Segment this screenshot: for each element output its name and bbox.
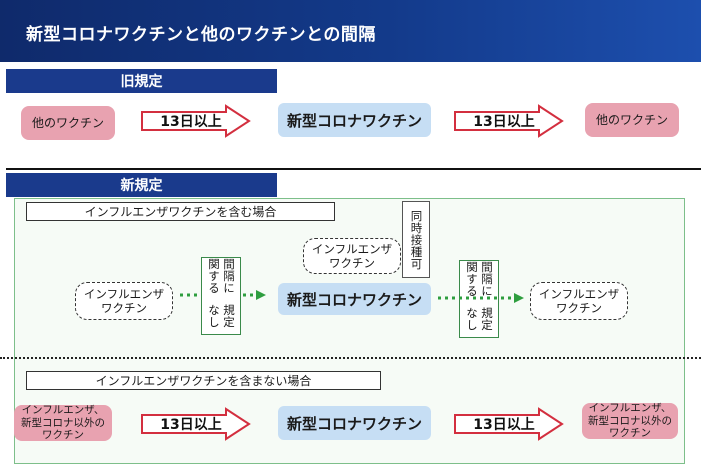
section-divider xyxy=(6,168,701,170)
old-arrow-1-label: 13日以上 xyxy=(160,114,222,130)
with-flu-covid-vaccine-box: 新型コロナワクチン xyxy=(278,283,431,315)
page-title: 新型コロナワクチンと他のワクチンとの間隔 xyxy=(26,25,376,45)
without-flu-arrow-2 xyxy=(454,407,564,441)
without-flu-caption: インフルエンザワクチンを含まない場合 xyxy=(26,371,381,390)
with-flu-caption: インフルエンザワクチンを含む場合 xyxy=(26,202,335,221)
case-separator xyxy=(0,357,701,359)
old-arrow-2 xyxy=(454,104,564,138)
without-flu-right-box: インフルエンザ、新型コロナ以外のワクチン xyxy=(582,402,678,439)
with-flu-left-box: インフルエンザワクチン xyxy=(75,282,173,320)
with-flu-right-interval-box: 間隔に関する規定なし xyxy=(459,260,499,338)
without-flu-arrow-1 xyxy=(141,407,251,441)
old-covid-vaccine-box: 新型コロナワクチン xyxy=(278,103,431,137)
old-left-vaccine-box: 他のワクチン xyxy=(21,106,115,140)
with-flu-left-interval-box: 間隔に関する規定なし xyxy=(201,257,241,335)
with-flu-top-box: インフルエンザワクチン xyxy=(303,238,401,274)
header-banner xyxy=(0,0,701,62)
new-rule-label: 新規定 xyxy=(6,173,277,197)
old-right-vaccine-box: 他のワクチン xyxy=(585,103,679,137)
simultaneous-box: 同時接種可 xyxy=(402,201,430,278)
without-flu-left-box: インフルエンザ、新型コロナ以外のワクチン xyxy=(14,404,112,441)
old-arrow-1 xyxy=(141,104,251,138)
with-flu-right-box: インフルエンザワクチン xyxy=(530,282,628,320)
without-flu-arrow-1-label: 13日以上 xyxy=(160,417,222,433)
without-flu-covid-vaccine-box: 新型コロナワクチン xyxy=(278,406,431,440)
without-flu-arrow-2-label: 13日以上 xyxy=(473,417,535,433)
old-rule-label: 旧規定 xyxy=(6,69,277,93)
with-flu-dotted-arrow-2 xyxy=(438,293,524,303)
old-arrow-2-label: 13日以上 xyxy=(473,114,535,130)
